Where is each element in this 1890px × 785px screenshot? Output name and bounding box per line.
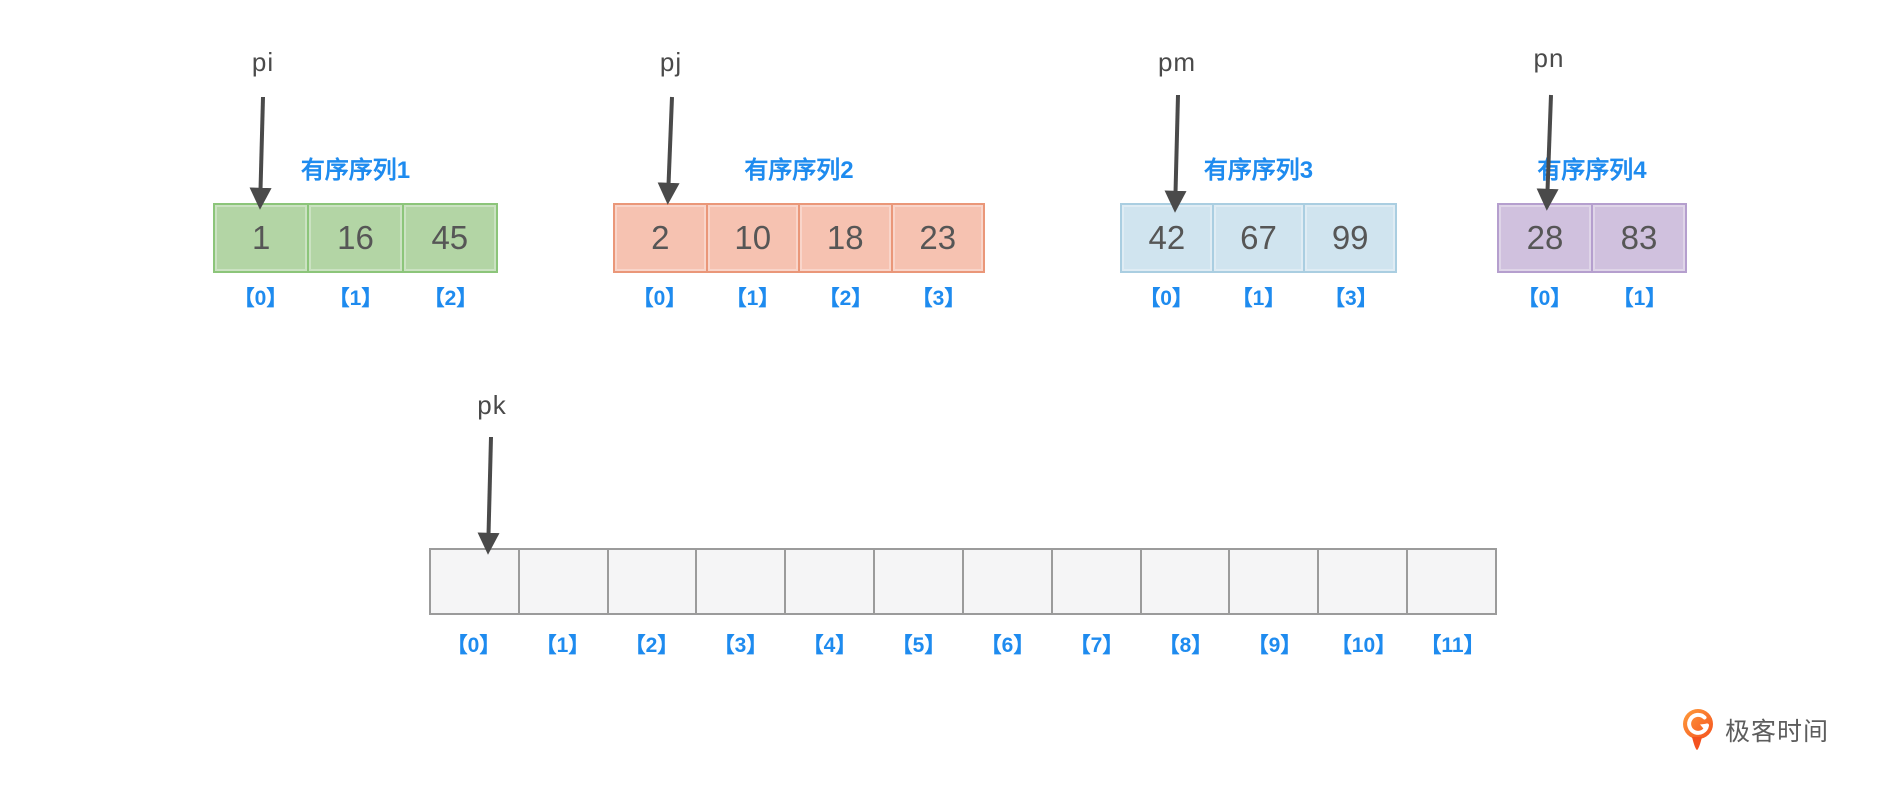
index-label: 【2】 <box>624 634 679 657</box>
array-cell: 42 <box>1120 203 1214 273</box>
array-cell <box>1228 548 1320 615</box>
index-label: 【1】 <box>535 634 590 657</box>
merged-array: 【0】 【1】 【2】 【3】 【4】 【5】 【6】 【7】 【8】 【9】 【10】【11】 <box>429 548 1497 659</box>
index-label: 【2】 <box>423 287 478 310</box>
merged-array-cells <box>429 548 1497 615</box>
pointer-label-pi: pi <box>251 47 275 77</box>
array-cell <box>429 548 520 615</box>
sequence-1-indices: 【0】 【1】 【2】 <box>213 282 498 312</box>
index-label: 【10】 <box>1330 634 1397 657</box>
array-cell: 16 <box>307 203 404 273</box>
pointer-label-pj: pj <box>659 47 683 77</box>
sequence-4-title: 有序序列4 <box>1537 157 1647 184</box>
index-label: 【6】 <box>980 634 1035 657</box>
sequence-3-title: 有序序列3 <box>1203 157 1314 184</box>
pk-arrow <box>477 436 500 555</box>
index-label: 【5】 <box>891 634 946 657</box>
index-label: 【11】 <box>1420 634 1485 657</box>
array-cell: 10 <box>705 203 800 273</box>
index-label: 【4】 <box>802 634 857 657</box>
index-label: 【1】 <box>725 287 780 310</box>
pointer-label-pn: pn <box>1533 43 1565 73</box>
index-label: 【1】 <box>1231 287 1286 310</box>
array-cell: 83 <box>1591 203 1687 273</box>
array-cell: 1 <box>213 203 310 273</box>
array-cell <box>961 548 1053 615</box>
index-label: 【1】 <box>328 287 383 310</box>
index-label: 【0】 <box>1139 287 1193 310</box>
sequence-4-indices: 【0】 【1】 <box>1497 282 1687 312</box>
array-cell: 28 <box>1497 203 1593 273</box>
index-label: 【2】 <box>818 287 873 310</box>
merged-array-indices: 【0】 【1】 【2】 【3】 【4】 【5】 【6】 【7】 【8】 【9】 【10】【11】 <box>429 629 1497 659</box>
index-label: 【9】 <box>1247 634 1302 657</box>
array-cell: 45 <box>401 203 498 273</box>
geektime-logo-icon <box>1683 709 1713 750</box>
sequence-1-title: 有序序列1 <box>300 157 411 184</box>
geektime-logo-text: 极客时间 <box>1725 718 1830 746</box>
index-label: 【0】 <box>632 287 687 310</box>
sequence-2-title: 有序序列2 <box>744 157 854 184</box>
pointer-label-pm: pm <box>1157 47 1197 77</box>
array-cell <box>606 548 698 615</box>
array-cell <box>1317 548 1409 615</box>
index-label: 【3】 <box>1323 287 1378 310</box>
index-label: 【0】 <box>233 287 288 310</box>
array-cell: 23 <box>890 203 985 273</box>
index-label: 【0】 <box>1517 287 1572 310</box>
array-cell <box>695 548 787 615</box>
array-cell: 67 <box>1211 203 1306 273</box>
index-label: 【1】 <box>1612 287 1667 310</box>
index-label: 【8】 <box>1158 634 1213 657</box>
array-cell <box>1406 548 1497 615</box>
array-cell <box>784 548 876 615</box>
index-label: 【3】 <box>713 634 768 657</box>
geektime-logo: 极客时间 <box>1681 708 1829 752</box>
array-cell <box>1139 548 1231 615</box>
array-cell: 2 <box>613 203 708 273</box>
index-label: 【0】 <box>446 634 501 657</box>
pointer-label-pk: pk <box>477 390 507 420</box>
array-cell: 18 <box>798 203 893 273</box>
sequence-3-indices: 【0】 【1】 【3】 <box>1120 282 1397 312</box>
array-cell <box>873 548 964 615</box>
sequence-2-indices: 【0】 【1】 【2】 【3】 <box>613 282 985 312</box>
array-cell <box>1050 548 1142 615</box>
index-label: 【7】 <box>1069 634 1124 657</box>
array-cell: 99 <box>1303 203 1398 273</box>
array-cell <box>517 548 609 615</box>
index-label: 【3】 <box>911 287 966 310</box>
